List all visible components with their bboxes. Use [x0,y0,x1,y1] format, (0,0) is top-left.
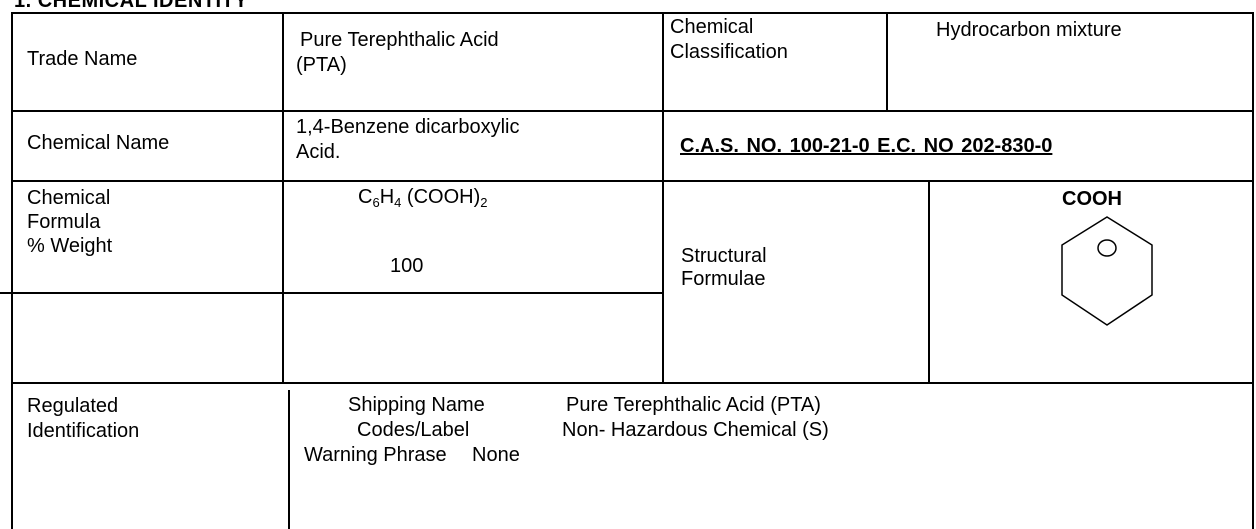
benzene-ring-icon [1061,216,1153,326]
chemical-name-value-line2: Acid. [296,141,341,163]
chemical-formula: C6H4 (COOH)2 [358,186,488,209]
formula-c-sub: 6 [372,195,380,210]
formula-group-sub: 2 [480,195,488,210]
codes-value: Non- Hazardous Chemical (S) [562,419,829,441]
col-divider-2 [662,12,664,382]
col-divider-3 [886,12,888,110]
shipping-name-value: Pure Terephthalic Acid (PTA) [566,394,821,416]
row-divider-3 [11,382,1254,384]
trade-name-value-line2: (PTA) [296,54,347,76]
regulated-label-line1: Regulated [27,395,119,417]
trade-name-label: Trade Name [27,48,138,70]
table-border-right [1252,12,1254,529]
chemical-name-label: Chemical Name [27,132,170,154]
warning-phrase-label: Warning Phrase [304,444,447,466]
classification-value: Hydrocarbon mixture [936,19,1122,41]
trade-name-value-line1: Pure Terephthalic Acid [300,29,499,51]
formula-h-sub: 4 [394,195,402,210]
weight-label: % Weight [27,235,113,257]
shipping-name-label: Shipping Name [348,394,485,416]
col-divider-5 [288,390,290,529]
structural-label-line1: Structural [681,245,767,267]
cas-ec-number: C.A.S. NO. 100-21-0 E.C. NO 202-830-0 [680,135,1053,157]
formula-label-line2: Formula [27,211,101,233]
col-divider-4 [928,180,930,382]
row-divider-1 [11,110,1254,112]
codes-label: Codes/Label [357,419,470,441]
formula-group: (COOH) [401,186,481,208]
section-title: 1. CHEMICAL IDENTITY [14,0,249,12]
classification-label-line2: Classification [670,41,788,63]
structural-label-line2: Formulae [681,268,766,290]
chemical-name-value-line1: 1,4-Benzene dicarboxylic [296,116,520,138]
regulated-label-line2: Identification [27,420,140,442]
formula-h: H [379,186,395,208]
classification-label-line1: Chemical [670,16,754,38]
warning-phrase-value: None [472,444,520,466]
row-divider-2 [11,180,1254,182]
cooh-group-label: COOH [1062,188,1122,210]
weight-value: 100 [390,255,424,277]
col-divider-1 [282,12,284,382]
formula-label-line1: Chemical [27,187,111,209]
weight-underline [0,292,664,294]
table-border-left [11,12,13,529]
table-border-top [11,12,1254,14]
formula-c: C [358,186,373,208]
